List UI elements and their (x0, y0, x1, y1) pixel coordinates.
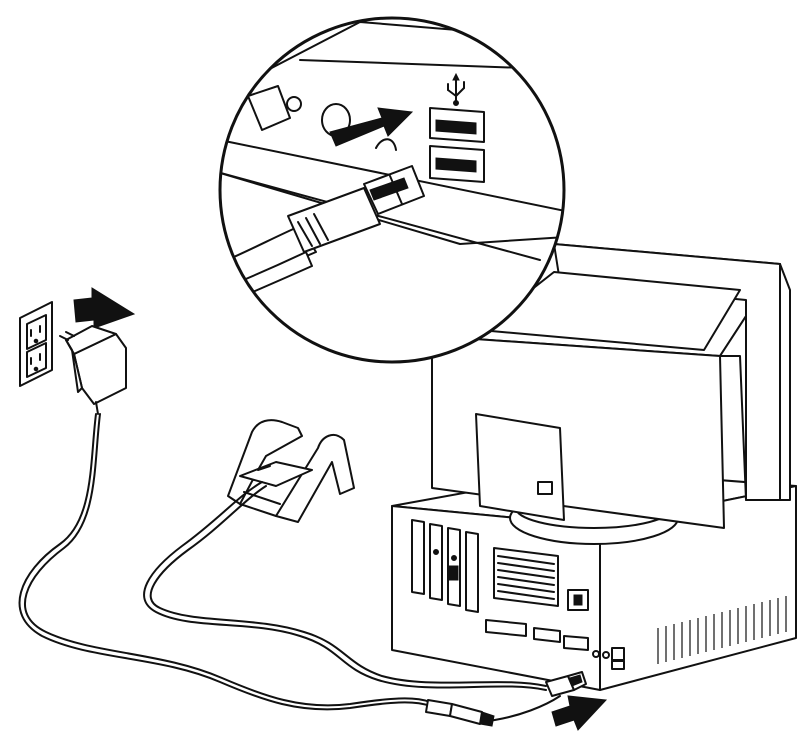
side-vents (657, 596, 787, 664)
crt-monitor (431, 243, 791, 545)
dc-plug (425, 699, 495, 727)
usb-cable (143, 481, 547, 691)
device-cradle (227, 419, 355, 523)
fan-grill (493, 547, 559, 607)
wall-outlet (19, 301, 53, 387)
rear-ports (485, 619, 625, 670)
usb-plug-small (545, 671, 587, 697)
arrow-left-icon (551, 695, 608, 731)
arrow-right-icon (73, 287, 136, 329)
power-adapter (59, 325, 127, 415)
arrow-right-icon (329, 107, 414, 147)
power-switch (567, 589, 589, 611)
expansion-slots (411, 519, 479, 613)
usb-socket-upper (429, 107, 485, 143)
usb-socket-lower (429, 145, 485, 183)
usb-icon (447, 72, 465, 106)
